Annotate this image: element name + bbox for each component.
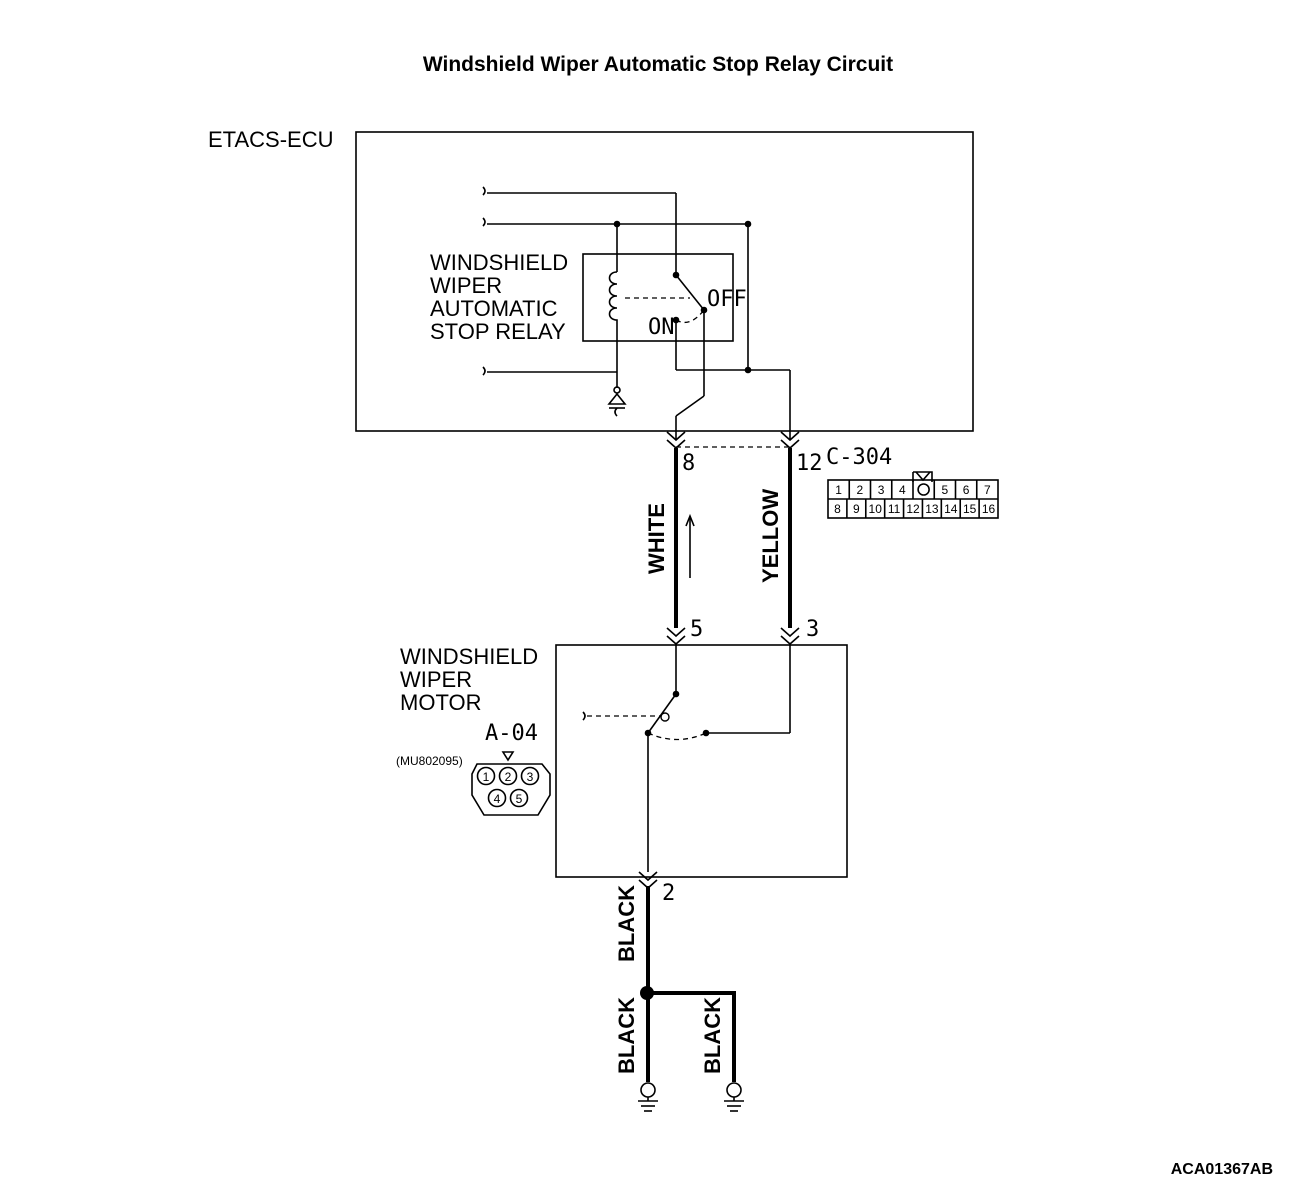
relay-name: WINDSHIELD WIPER AUTOMATIC STOP RELAY: [430, 250, 568, 344]
motor-terminals: [666, 627, 800, 646]
a04-connector-id: A-04: [485, 721, 538, 746]
motor-switch-contact: [672, 690, 680, 698]
motor-ground-terminal: [638, 871, 658, 890]
relay-off-label: OFF: [707, 287, 747, 312]
a04-pin-label: 1: [483, 770, 490, 784]
c304-pin-label: 12: [906, 502, 920, 516]
junction-dot: [744, 220, 752, 228]
c304-pin-label: 15: [963, 502, 977, 516]
relay-off-contact: [700, 306, 708, 314]
c304-pin-label: 8: [834, 502, 841, 516]
diagram-title: Windshield Wiper Automatic Stop Relay Ci…: [423, 53, 893, 76]
a04-pin-label: 2: [505, 770, 512, 784]
pin-label-2: 2: [662, 881, 675, 906]
pin-label-3: 3: [806, 617, 819, 642]
c304-pin-label: 1: [835, 483, 842, 497]
c304-pin-label: 13: [925, 502, 939, 516]
c304-pin-label: 3: [878, 483, 885, 497]
relay-on-link: [675, 309, 705, 324]
junction-dot: [613, 220, 621, 228]
c304-pin-label: 2: [857, 483, 864, 497]
ecu-internal-wiring: [482, 186, 791, 440]
motor-cam-icon: [660, 712, 670, 722]
c304-lock-icon: [917, 483, 930, 496]
motor-switch-contact: [702, 729, 710, 737]
motor-internal-wiring: [582, 644, 791, 872]
a04-connector-face: 1 2 3 4 5: [471, 751, 551, 816]
relay-on-contact: [672, 316, 680, 324]
relay-name-line: WIPER: [430, 273, 502, 298]
relay-name-line: STOP RELAY: [430, 319, 566, 344]
ecu-label: ETACS-ECU: [208, 127, 334, 152]
c304-connector-id: C-304: [826, 445, 892, 470]
ecu-box: [355, 131, 974, 432]
wire-label-yellow: YELLOW: [758, 489, 783, 583]
relay-name-line: WINDSHIELD: [430, 250, 568, 275]
c304-pin-label: 9: [853, 502, 860, 516]
a04-pin-label: 4: [494, 792, 501, 806]
wire-label-black-left: BLACK: [614, 997, 639, 1074]
relay-name-line: AUTOMATIC: [430, 296, 558, 321]
c304-pin-label: 16: [982, 502, 996, 516]
diode-icon: [607, 386, 627, 417]
current-direction-arrow-icon: [685, 513, 695, 578]
pin-label-12: 12: [796, 451, 823, 476]
motor-name: WINDSHIELD WIPER MOTOR: [400, 644, 538, 715]
c304-pin-label: 11: [888, 502, 901, 516]
relay-box: [582, 253, 734, 342]
c304-pin-label: 4: [899, 483, 906, 497]
relay-common-contact: [672, 271, 680, 279]
ground-splice-dot: [640, 986, 654, 1000]
c304-pin-label: 7: [984, 483, 991, 497]
relay-coil-icon: [608, 271, 618, 324]
a04-pin-label: 3: [527, 770, 534, 784]
c304-pin-label: 14: [944, 502, 958, 516]
ground-icon: [724, 1082, 744, 1112]
junction-dot: [744, 366, 752, 374]
wire-label-white: WHITE: [644, 503, 669, 574]
motor-name-line: WIPER: [400, 667, 472, 692]
wire-label-black-upper: BLACK: [614, 885, 639, 962]
pin-label-8: 8: [682, 451, 695, 476]
c304-pin-label: 10: [869, 502, 883, 516]
motor-box: [555, 644, 848, 878]
c304-pin-label: 5: [942, 483, 949, 497]
motor-name-line: WINDSHIELD: [400, 644, 538, 669]
wire-black-branch: [648, 991, 736, 1082]
wire-label-black-right: BLACK: [700, 997, 725, 1074]
a04-connector-part: (MU802095): [396, 754, 463, 768]
a04-pin-label: 5: [516, 792, 523, 806]
motor-switch-contact: [644, 729, 652, 737]
motor-name-line: MOTOR: [400, 690, 481, 715]
c304-pin-label: 6: [963, 483, 970, 497]
ground-icon: [638, 1082, 658, 1112]
c304-terminals: [666, 431, 800, 450]
pin-label-5: 5: [690, 617, 703, 642]
figure-code: ACA01367AB: [1171, 1161, 1273, 1178]
relay-on-label: ON: [648, 315, 675, 340]
